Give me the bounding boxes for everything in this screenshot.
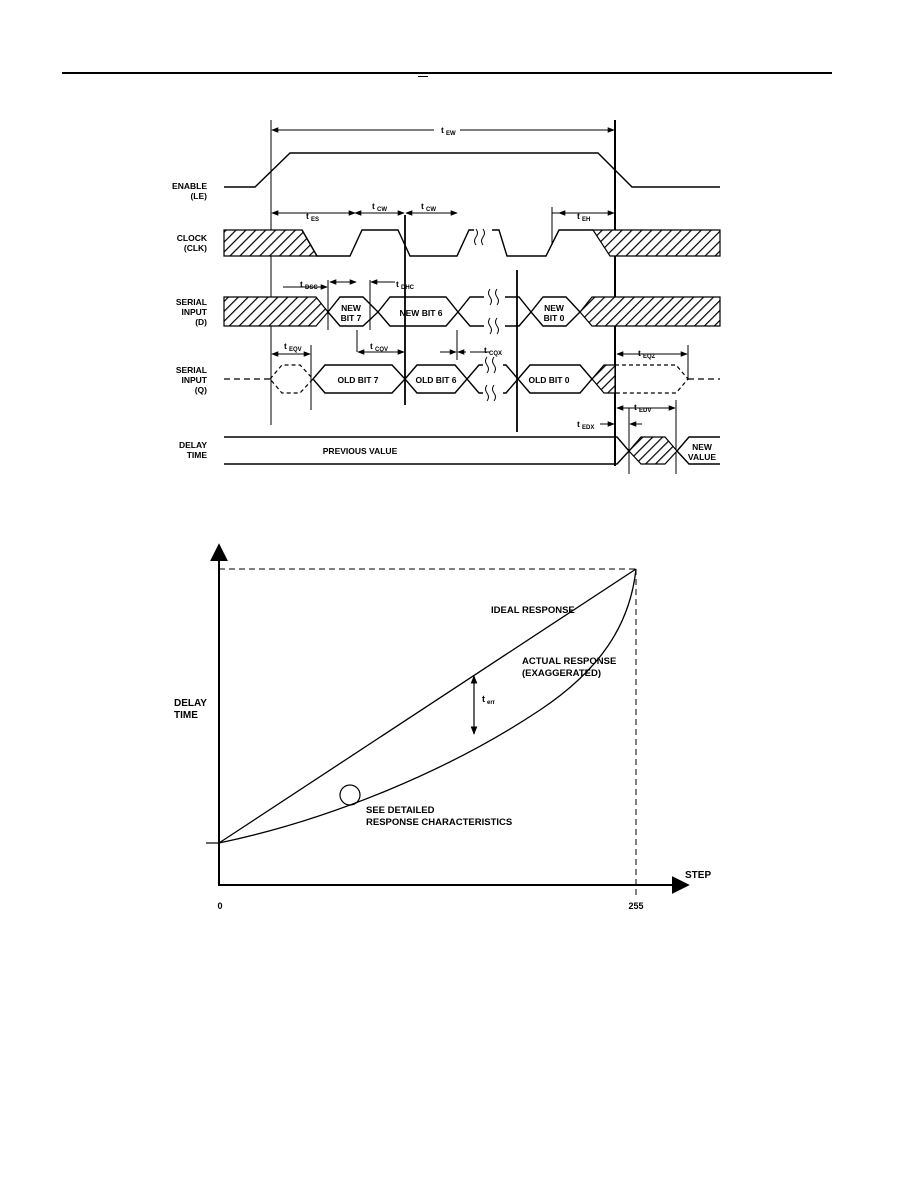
clock-waveform [223,228,721,257]
cell-new-value-line2: VALUE [688,452,717,462]
x-tick-0: 0 [217,901,222,911]
teqv-subscript: EQV [289,347,302,353]
ideal-response-line [218,568,637,844]
teqv-symbol: t [284,341,287,351]
signal-label-serial-d: SERIAL INPUT (D) [176,297,208,327]
cell-old-bit7: OLD BIT 7 [337,375,378,385]
cell-new-bit0-line1: NEW [544,303,565,313]
y-axis-label-line1: DELAY [174,698,207,709]
signal-serial-d-line3: (D) [195,317,207,327]
signal-serial-q-line2: INPUT [182,375,208,385]
serial-q-timing-arrows: t EQV t CQV t CQX t EQZ [271,341,688,360]
delay-time-waveform: PREVIOUS VALUE NEW VALUE [224,436,720,465]
signal-clock-name: CLOCK [177,233,208,243]
tcqv-subscript: CQV [375,347,388,353]
tcqv-symbol: t [370,341,373,351]
tcw1-symbol: t [372,201,375,211]
x-tick-255: 255 [628,901,643,911]
teh-symbol: t [577,211,580,221]
error-label-symbol: t [482,694,485,704]
cell-previous-value: PREVIOUS VALUE [323,446,398,456]
header-mark [418,76,428,77]
delay-timing-arrows: t EDV t EDX [577,402,676,431]
param-tew: t EW [271,123,615,137]
signal-enable-name: ENABLE [172,181,207,191]
actual-response-label-line1: ACTUAL RESPONSE [522,656,616,667]
tedv-subscript: EDV [639,408,651,414]
signal-serial-q-line1: SERIAL [176,365,207,375]
transfer-graph: DELAY TIME STEP 0 255 IDEAL RESPONSE ACT… [174,543,711,911]
y-axis-label-line2: TIME [174,710,198,721]
signal-label-delay: DELAY TIME [179,440,207,460]
actual-response-label-line2: (EXAGGERATED) [522,668,601,679]
serial-q-waveform: OLD BIT 7 OLD BIT 6 OLD BIT 0 [224,356,720,402]
signal-enable-pin: (LE) [190,191,207,201]
tew-subscript: EW [446,131,456,137]
cell-new-bit6: NEW BIT 6 [400,308,443,318]
signal-delay-line2: TIME [187,450,208,460]
actual-response-curve [218,568,637,844]
cell-old-bit0: OLD BIT 0 [528,375,569,385]
cell-new-bit7-line2: BIT 7 [341,313,362,323]
clock-timing-arrows: t ES t CW t CW t EH [271,201,615,245]
cell-new-bit7-line1: NEW [341,303,362,313]
enable-waveform [224,152,720,188]
teqz-symbol: t [638,348,641,358]
tedx-subscript: EDX [582,425,594,431]
error-label-subscript: err [487,700,496,706]
cell-old-bit6: OLD BIT 6 [415,375,456,385]
tcqx-symbol: t [484,345,487,355]
signal-label-enable: ENABLE (LE) [172,181,207,201]
signal-serial-d-line2: INPUT [182,307,208,317]
tdsc-subscript: DSC [305,285,318,291]
serial-d-waveform: NEW BIT 7 NEW BIT 6 NEW BIT 0 [223,288,721,335]
tes-subscript: ES [311,217,319,223]
signal-label-clock: CLOCK (CLK) [177,233,208,253]
signal-label-serial-q: SERIAL INPUT (Q) [176,365,208,395]
tedv-symbol: t [634,402,637,412]
tedx-symbol: t [577,419,580,429]
signal-serial-d-line1: SERIAL [176,297,207,307]
tes-symbol: t [306,211,309,221]
detail-circle [339,784,361,806]
tcqx-subscript: CQX [489,351,502,357]
tdhc-subscript: DHC [401,285,415,291]
cell-new-value-line1: NEW [692,442,713,452]
tdsc-symbol: t [300,279,303,289]
tcw1-subscript: CW [377,207,387,213]
signal-clock-pin: (CLK) [184,243,207,253]
x-axis-label: STEP [685,870,711,881]
ideal-response-label: IDEAL RESPONSE [491,605,575,616]
teqz-subscript: EQZ [643,354,656,360]
tcw2-subscript: CW [426,207,436,213]
detail-label-line1: SEE DETAILED [366,805,435,816]
signal-serial-q-line3: (Q) [195,385,207,395]
detail-label-line2: RESPONSE CHARACTERISTICS [366,817,512,828]
header-rule [62,72,832,74]
cell-new-bit0-line2: BIT 0 [544,313,565,323]
serial-d-timing-arrows: t DSC t DHC [283,279,415,291]
tdhc-symbol: t [396,279,399,289]
teh-subscript: EH [582,217,590,223]
signal-delay-line1: DELAY [179,440,207,450]
tcw2-symbol: t [421,201,424,211]
tew-symbol: t [441,125,444,135]
